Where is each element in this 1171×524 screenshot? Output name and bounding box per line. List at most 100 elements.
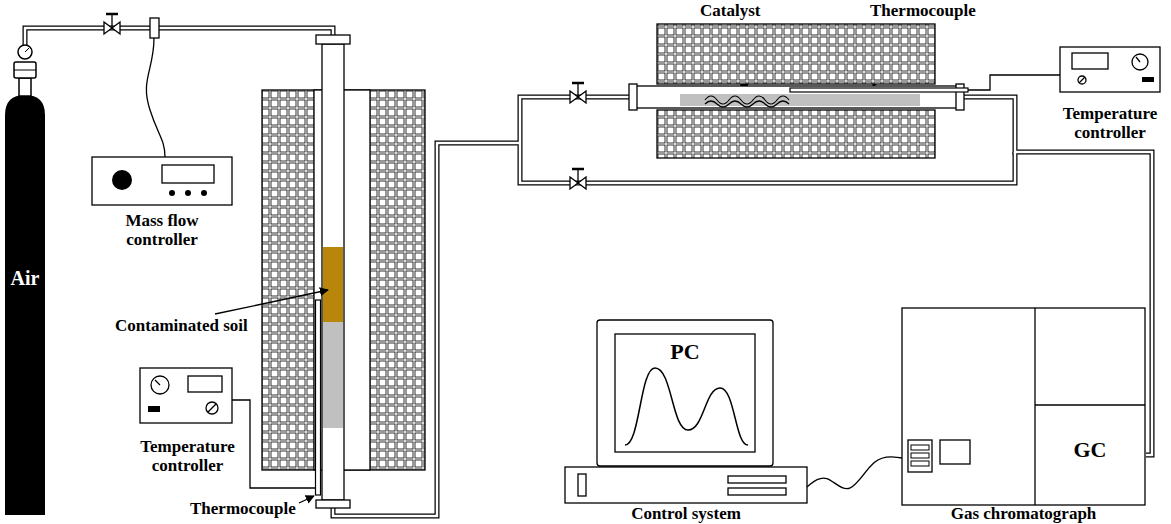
temperature-controller: Temperature controller — [1050, 47, 1170, 145]
gas-chromatograph: GC Gas chromatograph — [902, 308, 1145, 524]
controller-box — [151, 376, 169, 394]
controller-box — [1079, 77, 1085, 83]
computer — [578, 474, 586, 496]
signal-wire — [968, 75, 1060, 90]
flow-sensor — [146, 18, 165, 157]
node-label: Temperature controller — [130, 438, 245, 475]
gas-chromatograph — [911, 461, 929, 466]
gas-cylinder — [14, 70, 36, 71]
flow-sensor — [146, 38, 165, 157]
soil-column — [322, 44, 344, 500]
soil-column — [316, 35, 350, 508]
gas-chromatograph — [911, 445, 929, 450]
callout-label: Catalyst — [700, 2, 760, 21]
gas-cylinder — [14, 62, 36, 78]
leader-line — [299, 496, 314, 503]
gas-chromatograph — [902, 308, 1145, 505]
node-label: Temperature controller — [1050, 105, 1170, 142]
gas-pipe — [25, 28, 1152, 516]
reactor-tube — [629, 84, 637, 110]
computer — [625, 368, 748, 445]
controller-box — [1136, 57, 1140, 62]
mass-flow-controller: Mass flow controller — [85, 157, 240, 252]
controller-box — [92, 157, 232, 205]
gas-chromatograph — [908, 440, 932, 472]
gas-pipe — [25, 28, 1152, 516]
controller-box — [92, 157, 232, 205]
leader-line — [215, 290, 328, 314]
node-label: Mass flow controller — [102, 212, 222, 249]
gas-cylinder — [25, 48, 29, 52]
computer — [565, 320, 807, 503]
computer: PC Control system — [565, 320, 807, 524]
controller-box — [169, 190, 175, 196]
gas-cylinder: Air — [5, 85, 45, 515]
reactor-tube — [680, 94, 920, 106]
temperature-controller: Temperature controller — [130, 368, 245, 478]
controller-box — [155, 380, 160, 385]
computer — [615, 334, 755, 452]
controller-box — [112, 170, 132, 190]
controller-box — [188, 376, 222, 392]
callout-label: Thermocouple — [190, 500, 296, 519]
controller-box — [208, 404, 216, 412]
tube-furnace — [657, 24, 935, 84]
tube-furnace — [657, 110, 935, 158]
thermocouple-probe — [316, 300, 321, 495]
gas-pipe-bore — [25, 28, 1152, 516]
controller-box — [162, 165, 214, 183]
thermocouple-probe — [316, 300, 321, 495]
gas-chromatograph — [911, 453, 929, 458]
gas-cylinder — [5, 45, 45, 515]
gas-cylinder — [5, 95, 45, 515]
gas-chromatograph — [1035, 404, 1145, 405]
thermocouple-probe — [790, 88, 968, 92]
node-label: Gas chromatograph — [902, 505, 1145, 524]
valve-symbol — [577, 83, 578, 97]
soil-column — [316, 500, 350, 508]
valve-symbol — [572, 168, 584, 171]
gas-cylinder — [18, 45, 32, 59]
soil-column — [323, 322, 343, 428]
gas-chromatograph — [902, 308, 1145, 505]
computer — [728, 476, 786, 483]
controller-box — [1132, 54, 1148, 70]
controller-box — [1078, 76, 1086, 84]
callout-label: Thermocouple — [870, 2, 976, 21]
node-label: Control system — [565, 505, 807, 524]
node-label: GC — [1035, 438, 1145, 462]
catalyst-bed — [705, 101, 789, 107]
computer — [728, 488, 786, 495]
gas-chromatograph — [1034, 308, 1035, 505]
controller-box — [1060, 47, 1160, 92]
catalyst-bed — [705, 96, 789, 104]
controller-box — [185, 190, 191, 196]
computer — [597, 320, 773, 466]
controller-box — [148, 406, 160, 412]
valve-symbol — [111, 14, 112, 28]
computer — [565, 467, 807, 503]
valve-symbol — [106, 13, 118, 16]
controller-box — [140, 368, 232, 423]
thermocouple-probe — [790, 88, 968, 92]
catalyst-bed — [705, 96, 789, 107]
gas-cylinder — [19, 78, 31, 96]
controller-box — [206, 402, 218, 414]
soil-column — [323, 247, 343, 322]
controller-box — [1142, 77, 1154, 82]
controller-box — [1072, 53, 1108, 69]
controller-box — [140, 368, 232, 423]
gas-chromatograph — [940, 440, 970, 464]
node-label: PC — [635, 340, 735, 364]
valve-symbol — [577, 169, 578, 183]
signal-wire — [232, 400, 316, 488]
gas-pipe-bore — [25, 28, 1152, 516]
node-label: Air — [5, 267, 45, 289]
signal-cable — [807, 457, 902, 489]
callout-label: Contaminated soil — [115, 317, 248, 336]
controller-box — [1060, 47, 1160, 92]
valve-symbol — [572, 82, 584, 85]
soil-column — [316, 35, 350, 44]
controller-box — [201, 190, 207, 196]
